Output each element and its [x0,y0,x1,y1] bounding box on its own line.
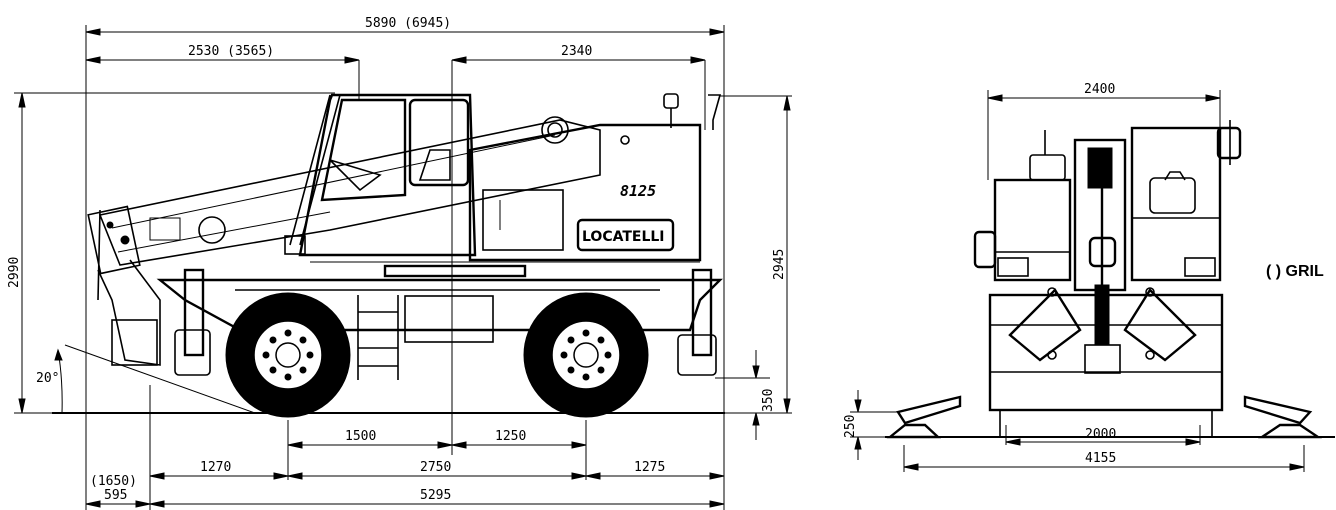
left-outrigger-pad [886,423,942,439]
boom [87,119,601,366]
right-outrigger-beam [1243,395,1313,425]
brand-logo-box [576,218,675,252]
approach-angle: 20° [36,344,256,414]
svg-text:2000: 2000 [1085,427,1116,442]
access-ladder [357,295,399,380]
svg-text:1270: 1270 [200,460,231,475]
svg-text:2990: 2990 [7,257,22,288]
model-label: 8125 [620,182,656,200]
dim-ground-clearance: 350 [752,350,776,440]
operator-cabin [284,93,477,257]
angle-label: 20° [36,371,59,386]
dim-overall-length: 5890 (6945) [85,16,725,36]
outrigger-rear [691,268,713,357]
side-view: LOCATELLI 8125 [7,16,792,510]
dim-height-left: 2990 [7,92,26,414]
dim-front-overhang: 2530 (3565) [85,44,360,64]
dim-chassis-row: 595 5295 [85,488,725,508]
outrigger-front [183,268,205,357]
front-wheel [225,292,351,418]
dim-front-width: 2400 [987,82,1221,102]
front-upper-body [973,120,1242,282]
left-outrigger-beam [896,395,962,425]
svg-text:2750: 2750 [420,460,451,475]
dim-rear-section: 2340 [451,44,706,64]
svg-text:1275: 1275 [634,460,665,475]
superstructure: LOCATELLI 8125 [310,93,722,263]
svg-text:5890 (6945): 5890 (6945) [365,16,451,31]
svg-text:2945: 2945 [772,249,787,280]
dim-outrigger-span: 4155 [903,451,1305,471]
svg-text:1250: 1250 [495,429,526,444]
rear-wheel [523,292,649,418]
svg-text:2530 (3565): 2530 (3565) [188,44,274,59]
dim-axle-to-center: 1500 1250 [287,429,587,449]
svg-text:4155: 4155 [1085,451,1116,466]
svg-text:2340: 2340 [561,44,592,59]
svg-text:1500: 1500 [345,429,376,444]
svg-text:2400: 2400 [1084,82,1115,97]
dim-height-right: 2945 [772,95,791,414]
svg-text:350: 350 [761,389,776,412]
brand-logo: LOCATELLI [582,229,665,245]
svg-text:5295: 5295 [420,488,451,503]
svg-text:(1650): (1650) [90,474,137,489]
front-boom-head [1073,138,1127,374]
front-view: 2400 250 2000 4155 [843,82,1335,472]
svg-text:595: 595 [104,488,127,503]
dim-track: 2000 [1005,427,1201,446]
dim-wheelbase-row: 1270 2750 1275 (1650) [90,460,725,489]
note-text: ( ) GRIL [1266,263,1324,280]
svg-text:250: 250 [843,415,858,438]
dim-outrigger-height: 250 [843,390,862,460]
front-chassis [886,287,1322,439]
right-outrigger-pad [1258,423,1322,439]
chassis [156,264,723,380]
